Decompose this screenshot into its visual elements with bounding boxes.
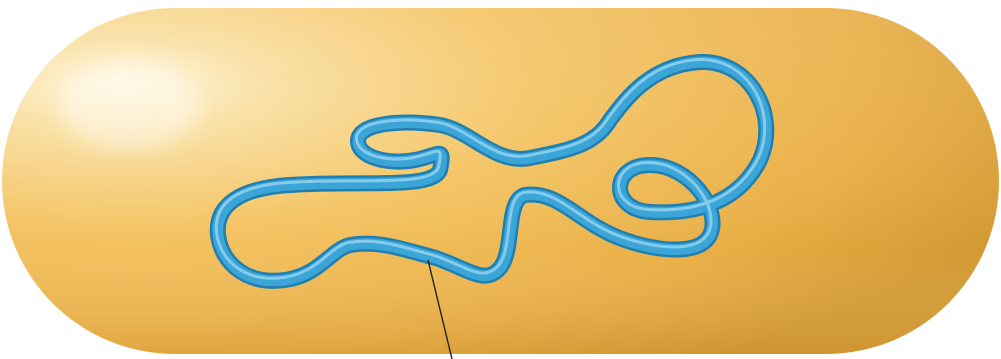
cell-shading	[2, 8, 999, 354]
cell-highlight	[60, 60, 200, 150]
cell-body	[2, 8, 999, 354]
